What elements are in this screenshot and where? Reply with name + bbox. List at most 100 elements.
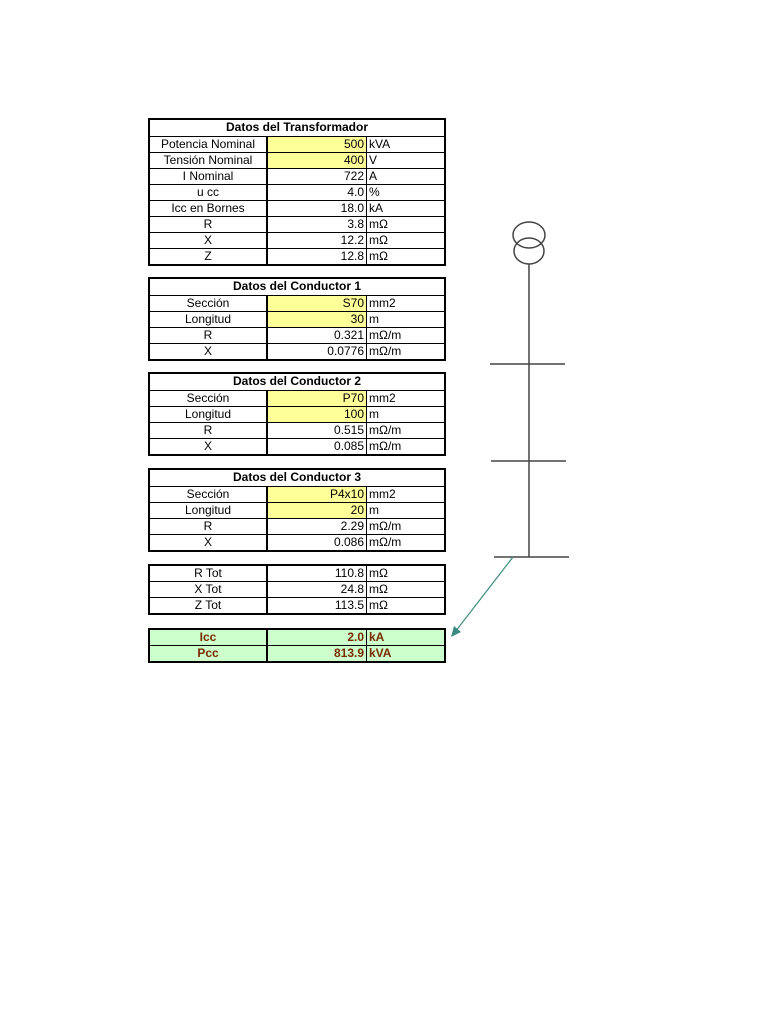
row-value: 12.8 — [268, 249, 367, 264]
row-value: 0.086 — [268, 535, 367, 550]
row-label: Sección — [150, 296, 268, 311]
row-label: X Tot — [150, 582, 268, 597]
row-unit: mm2 — [369, 487, 396, 501]
row-value: 113.5 — [268, 598, 367, 613]
row-label: Icc en Bornes — [150, 201, 268, 216]
row-unit: A — [369, 169, 378, 183]
row-label: R — [150, 519, 268, 534]
row-unit: mΩ — [369, 233, 388, 247]
row-unit: mΩ — [369, 566, 388, 580]
row-value: 24.8 — [268, 582, 367, 597]
row-value: 2.29 — [268, 519, 367, 534]
row-unit: V — [369, 153, 378, 167]
pcc-value: 813.9 — [268, 646, 367, 661]
row-unit: mΩ/m — [369, 439, 402, 453]
row-value: 3.8 — [268, 217, 367, 232]
row-label: R Tot — [150, 566, 268, 581]
conductor3-table-title: Datos del Conductor 3 — [150, 470, 444, 487]
row-unit: m — [369, 503, 379, 517]
row-value: 12.2 — [268, 233, 367, 248]
row-label: u cc — [150, 185, 268, 200]
row-value: 110.8 — [268, 566, 367, 581]
icc-label: Icc — [150, 630, 268, 645]
conductor3-seccion-input[interactable]: P4x10 — [268, 487, 367, 502]
potencia-nominal-input[interactable]: 500 — [268, 137, 367, 152]
row-label: X — [150, 233, 268, 248]
row-value: 4.0 — [268, 185, 367, 200]
row-unit: mm2 — [369, 296, 396, 310]
row-unit: mm2 — [369, 391, 396, 405]
row-unit: mΩ/m — [369, 423, 402, 437]
row-unit: mΩ/m — [369, 328, 402, 342]
row-label: X — [150, 535, 268, 550]
row-unit: kVA — [369, 137, 391, 151]
arrow-icon — [451, 556, 514, 637]
row-label: Sección — [150, 487, 268, 502]
row-label: Tensión Nominal — [150, 153, 268, 168]
row-value: 0.085 — [268, 439, 367, 454]
transformer-table-title: Datos del Transformador — [150, 120, 444, 137]
conductor2-longitud-input[interactable]: 100 — [268, 407, 367, 422]
icc-unit: kA — [369, 630, 385, 644]
row-unit: m — [369, 312, 379, 326]
conductor1-seccion-input[interactable]: S70 — [268, 296, 367, 311]
row-label: R — [150, 328, 268, 343]
icc-value: 2.0 — [268, 630, 367, 645]
row-unit: mΩ — [369, 217, 388, 231]
row-value: 722 — [268, 169, 367, 184]
row-value: 0.321 — [268, 328, 367, 343]
row-unit: mΩ/m — [369, 519, 402, 533]
row-label: Z — [150, 249, 268, 264]
row-label: I Nominal — [150, 169, 268, 184]
row-label: Longitud — [150, 503, 268, 518]
row-label: R — [150, 423, 268, 438]
conductor1-longitud-input[interactable]: 30 — [268, 312, 367, 327]
conductor3-longitud-input[interactable]: 20 — [268, 503, 367, 518]
row-value: 18.0 — [268, 201, 367, 216]
row-unit: mΩ — [369, 249, 388, 263]
transformer-table: Datos del Transformador Potencia Nominal… — [148, 118, 446, 266]
conductor2-seccion-input[interactable]: P70 — [268, 391, 367, 406]
transformer-icon — [512, 221, 546, 265]
row-label: Longitud — [150, 407, 268, 422]
pcc-label: Pcc — [150, 646, 268, 661]
row-label: Z Tot — [150, 598, 268, 613]
row-label: Sección — [150, 391, 268, 406]
row-label: X — [150, 439, 268, 454]
pcc-unit: kVA — [369, 646, 392, 660]
row-unit: mΩ/m — [369, 535, 402, 549]
row-value: 0.515 — [268, 423, 367, 438]
row-unit: m — [369, 407, 379, 421]
tension-nominal-input[interactable]: 400 — [268, 153, 367, 168]
row-label: Potencia Nominal — [150, 137, 268, 152]
row-label: Longitud — [150, 312, 268, 327]
row-unit: mΩ — [369, 598, 388, 612]
